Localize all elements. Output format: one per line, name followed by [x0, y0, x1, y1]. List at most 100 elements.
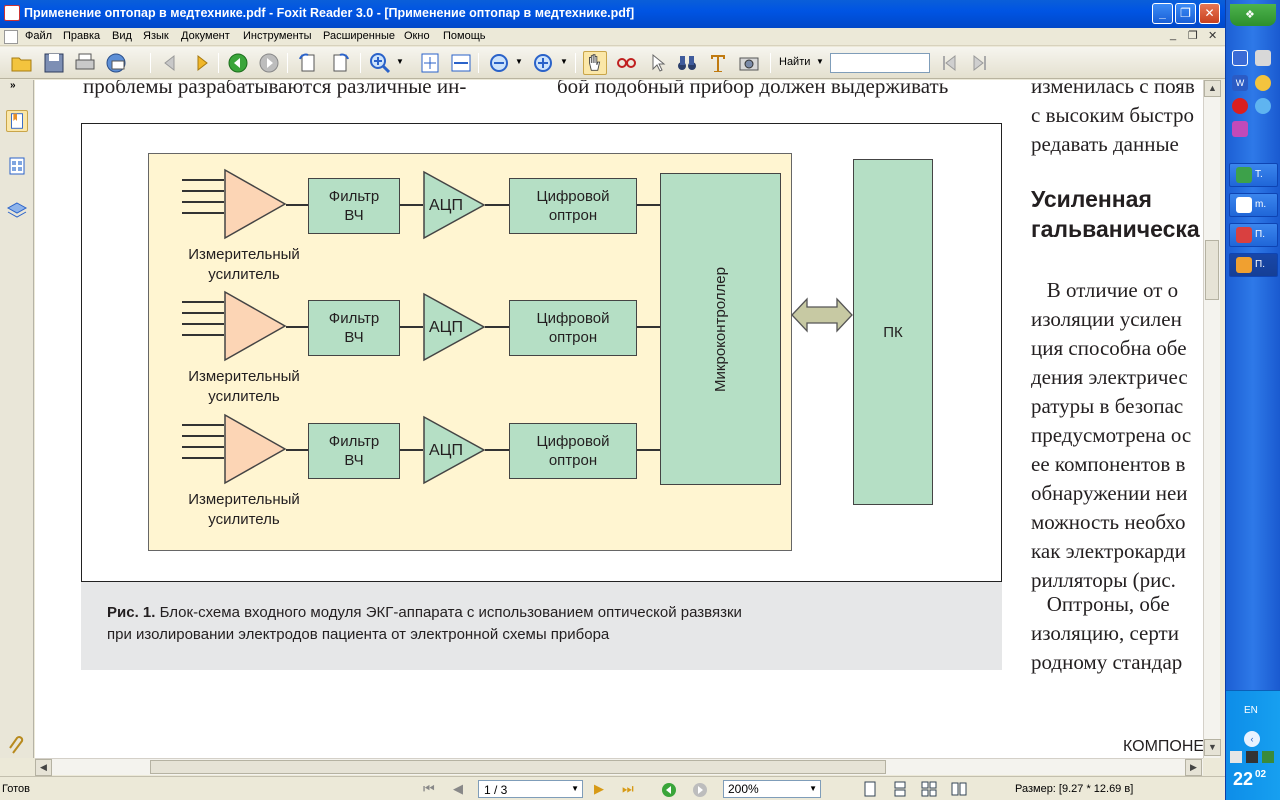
open-folder-icon[interactable] [10, 51, 34, 75]
back-icon[interactable] [226, 51, 250, 75]
horizontal-scrollbar[interactable]: ◀ ▶ [35, 758, 1203, 776]
menu-tools[interactable]: Инструменты [243, 30, 312, 42]
zoom-plus-icon[interactable] [531, 51, 555, 75]
rotate-right-icon[interactable] [328, 51, 352, 75]
previous-page-icon[interactable]: ◀ [453, 781, 463, 796]
zoom-plus-dropdown-icon[interactable]: ▼ [560, 57, 568, 66]
close-button[interactable]: ✕ [1199, 3, 1220, 24]
first-page-icon[interactable]: ⏮ [423, 781, 435, 796]
opera-icon[interactable] [1232, 98, 1248, 114]
mdi-close-button[interactable]: ✕ [1208, 30, 1218, 42]
tray-expand-icon[interactable]: ‹ [1244, 731, 1260, 747]
menu-edit[interactable]: Правка [63, 30, 101, 42]
facing-view-icon[interactable] [921, 781, 937, 797]
zoom-out-dropdown-icon[interactable]: ▼ [515, 57, 523, 66]
foxit-app-icon[interactable] [4, 5, 20, 21]
next-arrow-icon[interactable] [190, 51, 214, 75]
taskbar-item-foxit[interactable]: П. [1229, 253, 1278, 277]
aimp-icon[interactable] [1255, 75, 1271, 91]
tray-app-icon[interactable] [1246, 751, 1258, 763]
continuous-view-icon[interactable] [892, 781, 908, 797]
menu-view[interactable]: Вид [112, 30, 132, 42]
select-cursor-icon[interactable] [645, 51, 669, 75]
select-text-icon[interactable] [614, 51, 638, 75]
vertical-scrollbar[interactable]: ▲ ▼ [1203, 80, 1221, 758]
document-icon[interactable] [4, 30, 18, 44]
attachments-paperclip-icon[interactable] [6, 735, 28, 757]
last-page-icon[interactable]: ⏭ [622, 781, 634, 796]
tray-app-icon[interactable] [1230, 751, 1242, 763]
next-page-icon[interactable]: ▶ [594, 781, 604, 796]
mdi-minimize-button[interactable]: _ [1170, 29, 1177, 41]
email-icon[interactable] [104, 51, 128, 75]
hand-tool-icon[interactable] [583, 51, 607, 75]
find-input[interactable] [830, 53, 930, 73]
minimize-button[interactable]: _ [1152, 3, 1173, 24]
status-forward-icon[interactable] [692, 782, 708, 798]
right-col-line: редавать данные [1031, 132, 1179, 156]
right-col-body-line: рилляторы (рис. [1031, 568, 1182, 592]
zoom-out-icon[interactable] [487, 51, 511, 75]
internet-explorer-icon[interactable] [1255, 98, 1271, 114]
typewriter-icon[interactable] [706, 51, 730, 75]
start-button[interactable]: ❖ [1230, 4, 1276, 26]
zoom-dropdown-arrow-icon[interactable]: ▼ [396, 57, 404, 66]
save-icon[interactable] [42, 51, 66, 75]
single-page-view-icon[interactable] [862, 781, 878, 797]
taskbar-item-3[interactable]: П. [1229, 223, 1278, 247]
rotate-left-icon[interactable] [296, 51, 320, 75]
zoom-in-icon[interactable] [368, 51, 392, 75]
taskbar-item-1[interactable]: T. [1229, 163, 1278, 187]
scroll-down-icon[interactable]: ▼ [1204, 739, 1221, 756]
document-view[interactable]: проблемы разрабатываются различные ин- б… [35, 80, 1203, 758]
electrode-lead [182, 190, 224, 192]
continuous-facing-view-icon[interactable] [951, 781, 967, 797]
find-previous-icon[interactable] [938, 51, 962, 75]
connector-line [286, 449, 308, 451]
scroll-up-icon[interactable]: ▲ [1204, 80, 1221, 97]
language-indicator[interactable]: EN [1244, 705, 1258, 716]
restore-button[interactable]: ❐ [1175, 3, 1196, 24]
binoculars-icon[interactable] [675, 51, 699, 75]
menu-advanced[interactable]: Расширенные [323, 30, 395, 42]
page-thumbnails-icon[interactable] [6, 155, 28, 177]
horizontal-scroll-thumb[interactable] [150, 760, 886, 774]
scroll-left-icon[interactable]: ◀ [35, 759, 52, 776]
find-options-dropdown-icon[interactable]: ▼ [816, 57, 824, 66]
right-col-body-line: как электрокарди [1031, 539, 1186, 563]
page-number-field[interactable]: 1 / 3 ▼ [478, 780, 583, 798]
connector-line [637, 326, 660, 328]
menu-file[interactable]: Файл [25, 30, 53, 42]
figure-caption: Рис. 1. Блок-схема входного модуля ЭКГ-а… [81, 582, 1002, 670]
zoom-field-dropdown-icon[interactable]: ▼ [809, 784, 817, 793]
find-next-icon[interactable] [967, 51, 991, 75]
expand-panel-icon[interactable]: » [10, 80, 16, 91]
layers-icon[interactable] [6, 200, 28, 222]
fit-page-icon[interactable] [418, 51, 442, 75]
menu-language[interactable]: Язык [143, 30, 169, 42]
zoom-field[interactable]: 200% ▼ [723, 780, 821, 798]
menu-help[interactable]: Помощь [443, 30, 486, 42]
fit-width-icon[interactable] [449, 51, 473, 75]
snapshot-camera-icon[interactable] [737, 51, 761, 75]
forward-icon[interactable] [257, 51, 281, 75]
prev-arrow-icon[interactable] [158, 51, 182, 75]
menu-bar: Файл Правка Вид Язык Документ Инструмент… [0, 28, 1225, 46]
show-desktop-icon[interactable] [1232, 50, 1248, 66]
tray-app-icon[interactable] [1262, 751, 1274, 763]
scroll-right-icon[interactable]: ▶ [1185, 759, 1202, 776]
word-icon[interactable]: W [1232, 75, 1248, 91]
toolbar-separator [150, 53, 151, 73]
menu-window[interactable]: Окно [404, 30, 430, 42]
page-dropdown-icon[interactable]: ▼ [571, 784, 579, 793]
bookmarks-icon[interactable] [6, 110, 28, 132]
status-back-icon[interactable] [661, 782, 677, 798]
menu-document[interactable]: Документ [181, 30, 230, 42]
quicklaunch-app-icon[interactable] [1232, 121, 1248, 137]
taskbar-item-2[interactable]: m. [1229, 193, 1278, 217]
electrode-lead [182, 179, 224, 181]
quicklaunch-icon[interactable] [1255, 50, 1271, 66]
print-icon[interactable] [73, 51, 97, 75]
mdi-restore-button[interactable]: ❐ [1188, 30, 1198, 42]
vertical-scroll-thumb[interactable] [1205, 240, 1219, 300]
